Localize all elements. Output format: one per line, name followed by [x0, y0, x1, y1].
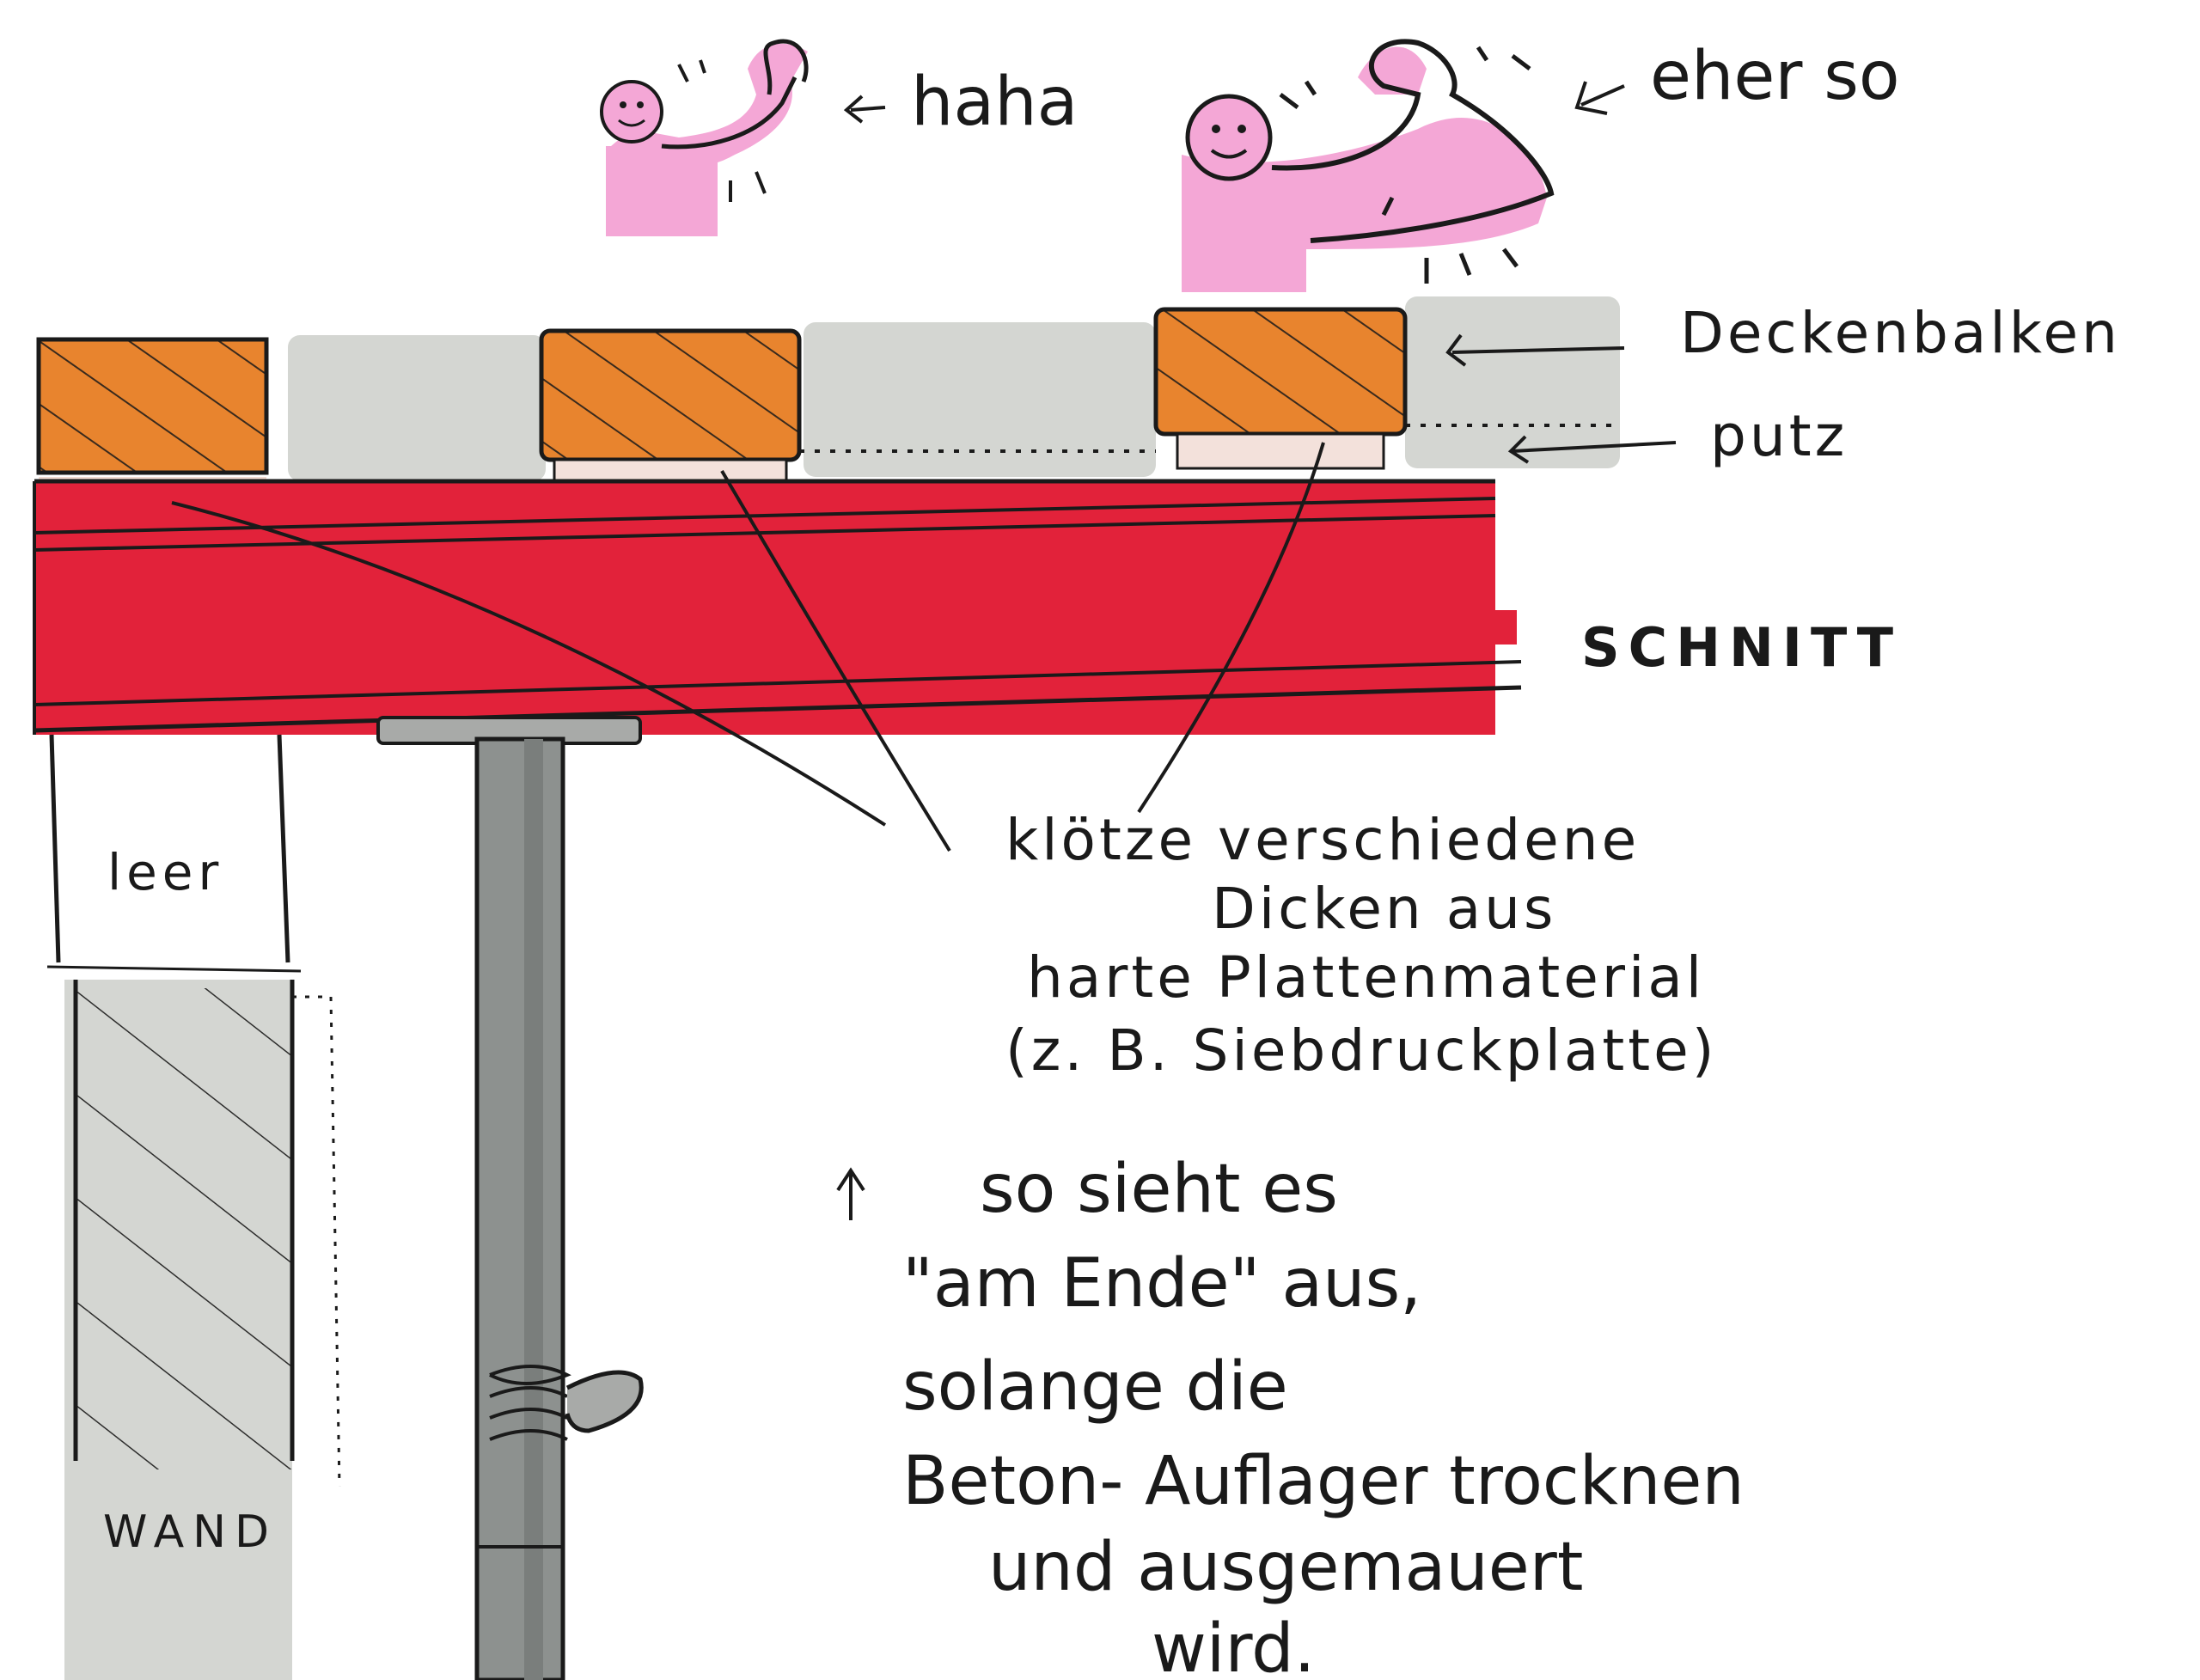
label-schnitt: SCHNITT [1581, 616, 1902, 679]
note-end-line: und ausgemauert [988, 1529, 1583, 1606]
steel-beam [33, 479, 1522, 735]
joist-right [1153, 307, 1408, 470]
leader-lines [171, 81, 1677, 1220]
note-end-line: wird. [1152, 1610, 1315, 1680]
figure-large-icon [1182, 39, 1555, 292]
note-end-line: so sieht es [980, 1151, 1338, 1228]
label-eher-so: eher so [1650, 38, 1900, 115]
figure-small-icon [600, 39, 809, 236]
note-blocks: klötze verschiedene Dicken aus harte Pla… [1005, 807, 1717, 1084]
note-blocks-line: (z. B. Siebdruckplatte) [1005, 1017, 1717, 1084]
prop-post [376, 716, 644, 1680]
joist-middle [539, 328, 802, 487]
note-end-line: Beton- Auflager trocknen [902, 1443, 1745, 1520]
wall-column [46, 734, 341, 1680]
label-leer: leer [107, 843, 223, 901]
note-blocks-line: Dicken aus [1212, 876, 1556, 942]
note-end-line: solange die [902, 1348, 1288, 1426]
label-putz: putz [1710, 403, 1848, 469]
label-wand: WAND [103, 1506, 278, 1558]
ceiling-infill [288, 296, 1620, 481]
note-blocks-line: klötze verschiedene [1005, 807, 1640, 873]
note-blocks-line: harte Plattenmaterial [1027, 944, 1705, 1011]
note-end-line: "am Ende" aus, [902, 1245, 1421, 1323]
note-end: so sieht es "am Ende" aus, solange die B… [902, 1151, 1745, 1680]
label-haha: haha [911, 64, 1078, 141]
plaster-line [266, 424, 1620, 483]
label-deckenbalken: Deckenbalken [1680, 300, 2121, 366]
